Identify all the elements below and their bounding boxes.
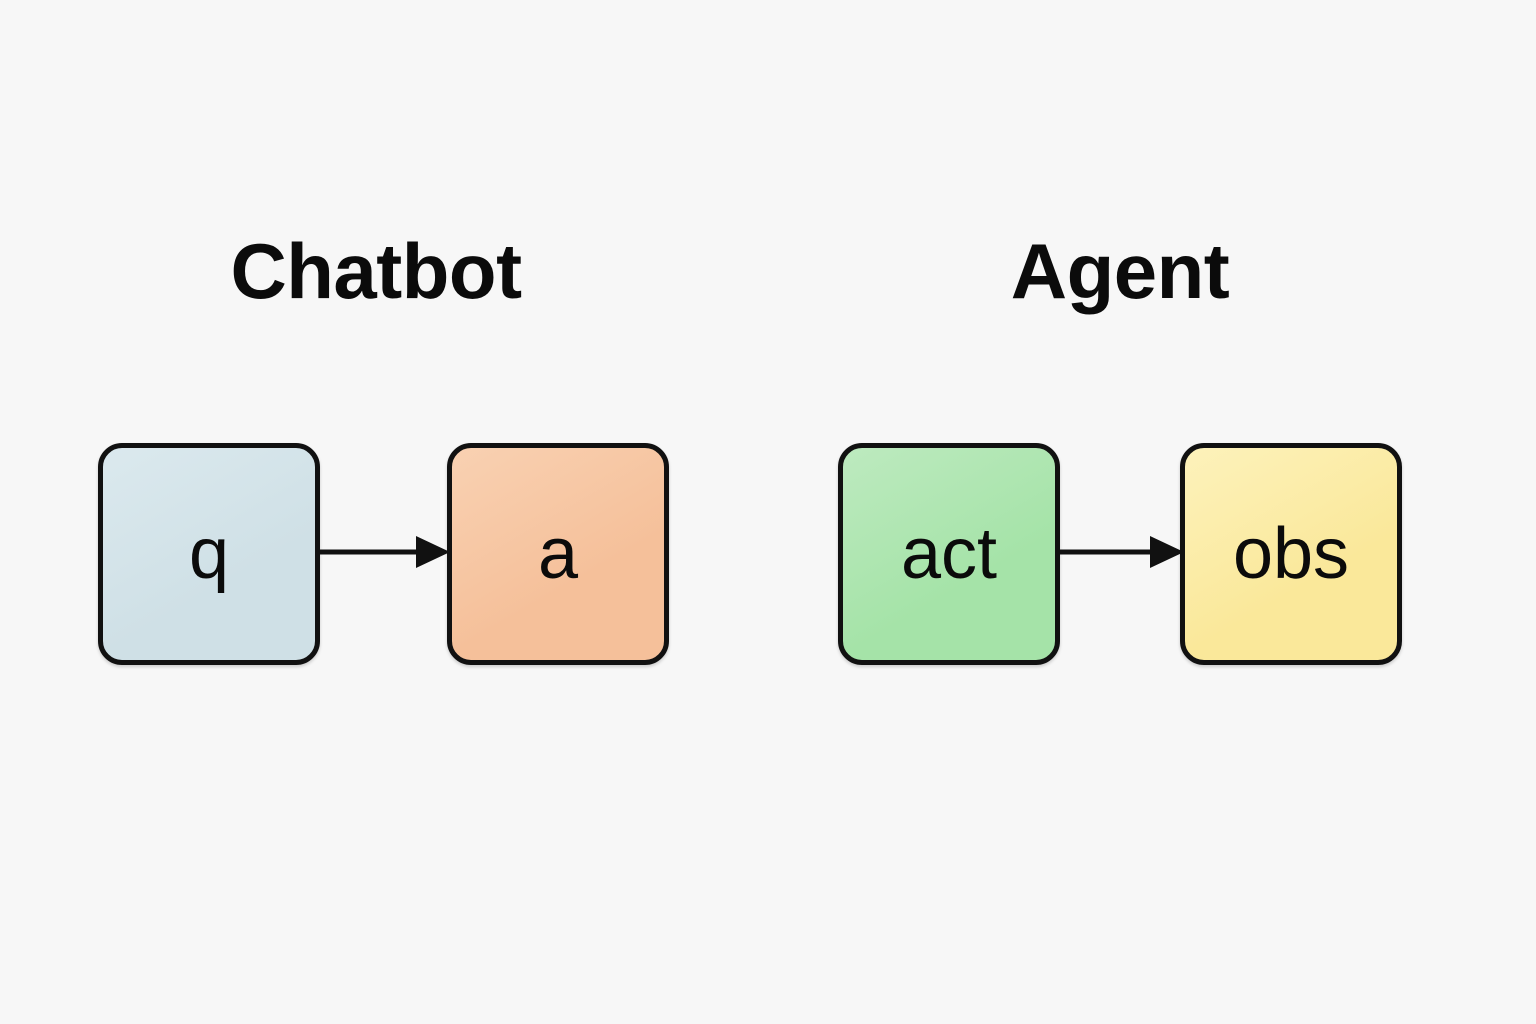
- group-title-chatbot: Chatbot: [230, 227, 522, 315]
- node-act[interactable]: act: [838, 443, 1060, 665]
- node-q-label: q: [188, 514, 230, 594]
- node-act-label: act: [900, 514, 998, 594]
- node-q[interactable]: q: [98, 443, 320, 665]
- node-a[interactable]: a: [447, 443, 669, 665]
- node-obs[interactable]: obs: [1180, 443, 1402, 665]
- arrow-act-to-obs: [1056, 532, 1184, 572]
- group-title-agent: Agent: [1010, 227, 1230, 315]
- node-obs-label: obs: [1232, 514, 1350, 594]
- arrow-q-to-a: [316, 532, 450, 572]
- arrow-q-to-a-head: [416, 536, 450, 568]
- arrow-act-to-obs-head: [1150, 536, 1184, 568]
- node-a-label: a: [537, 514, 579, 594]
